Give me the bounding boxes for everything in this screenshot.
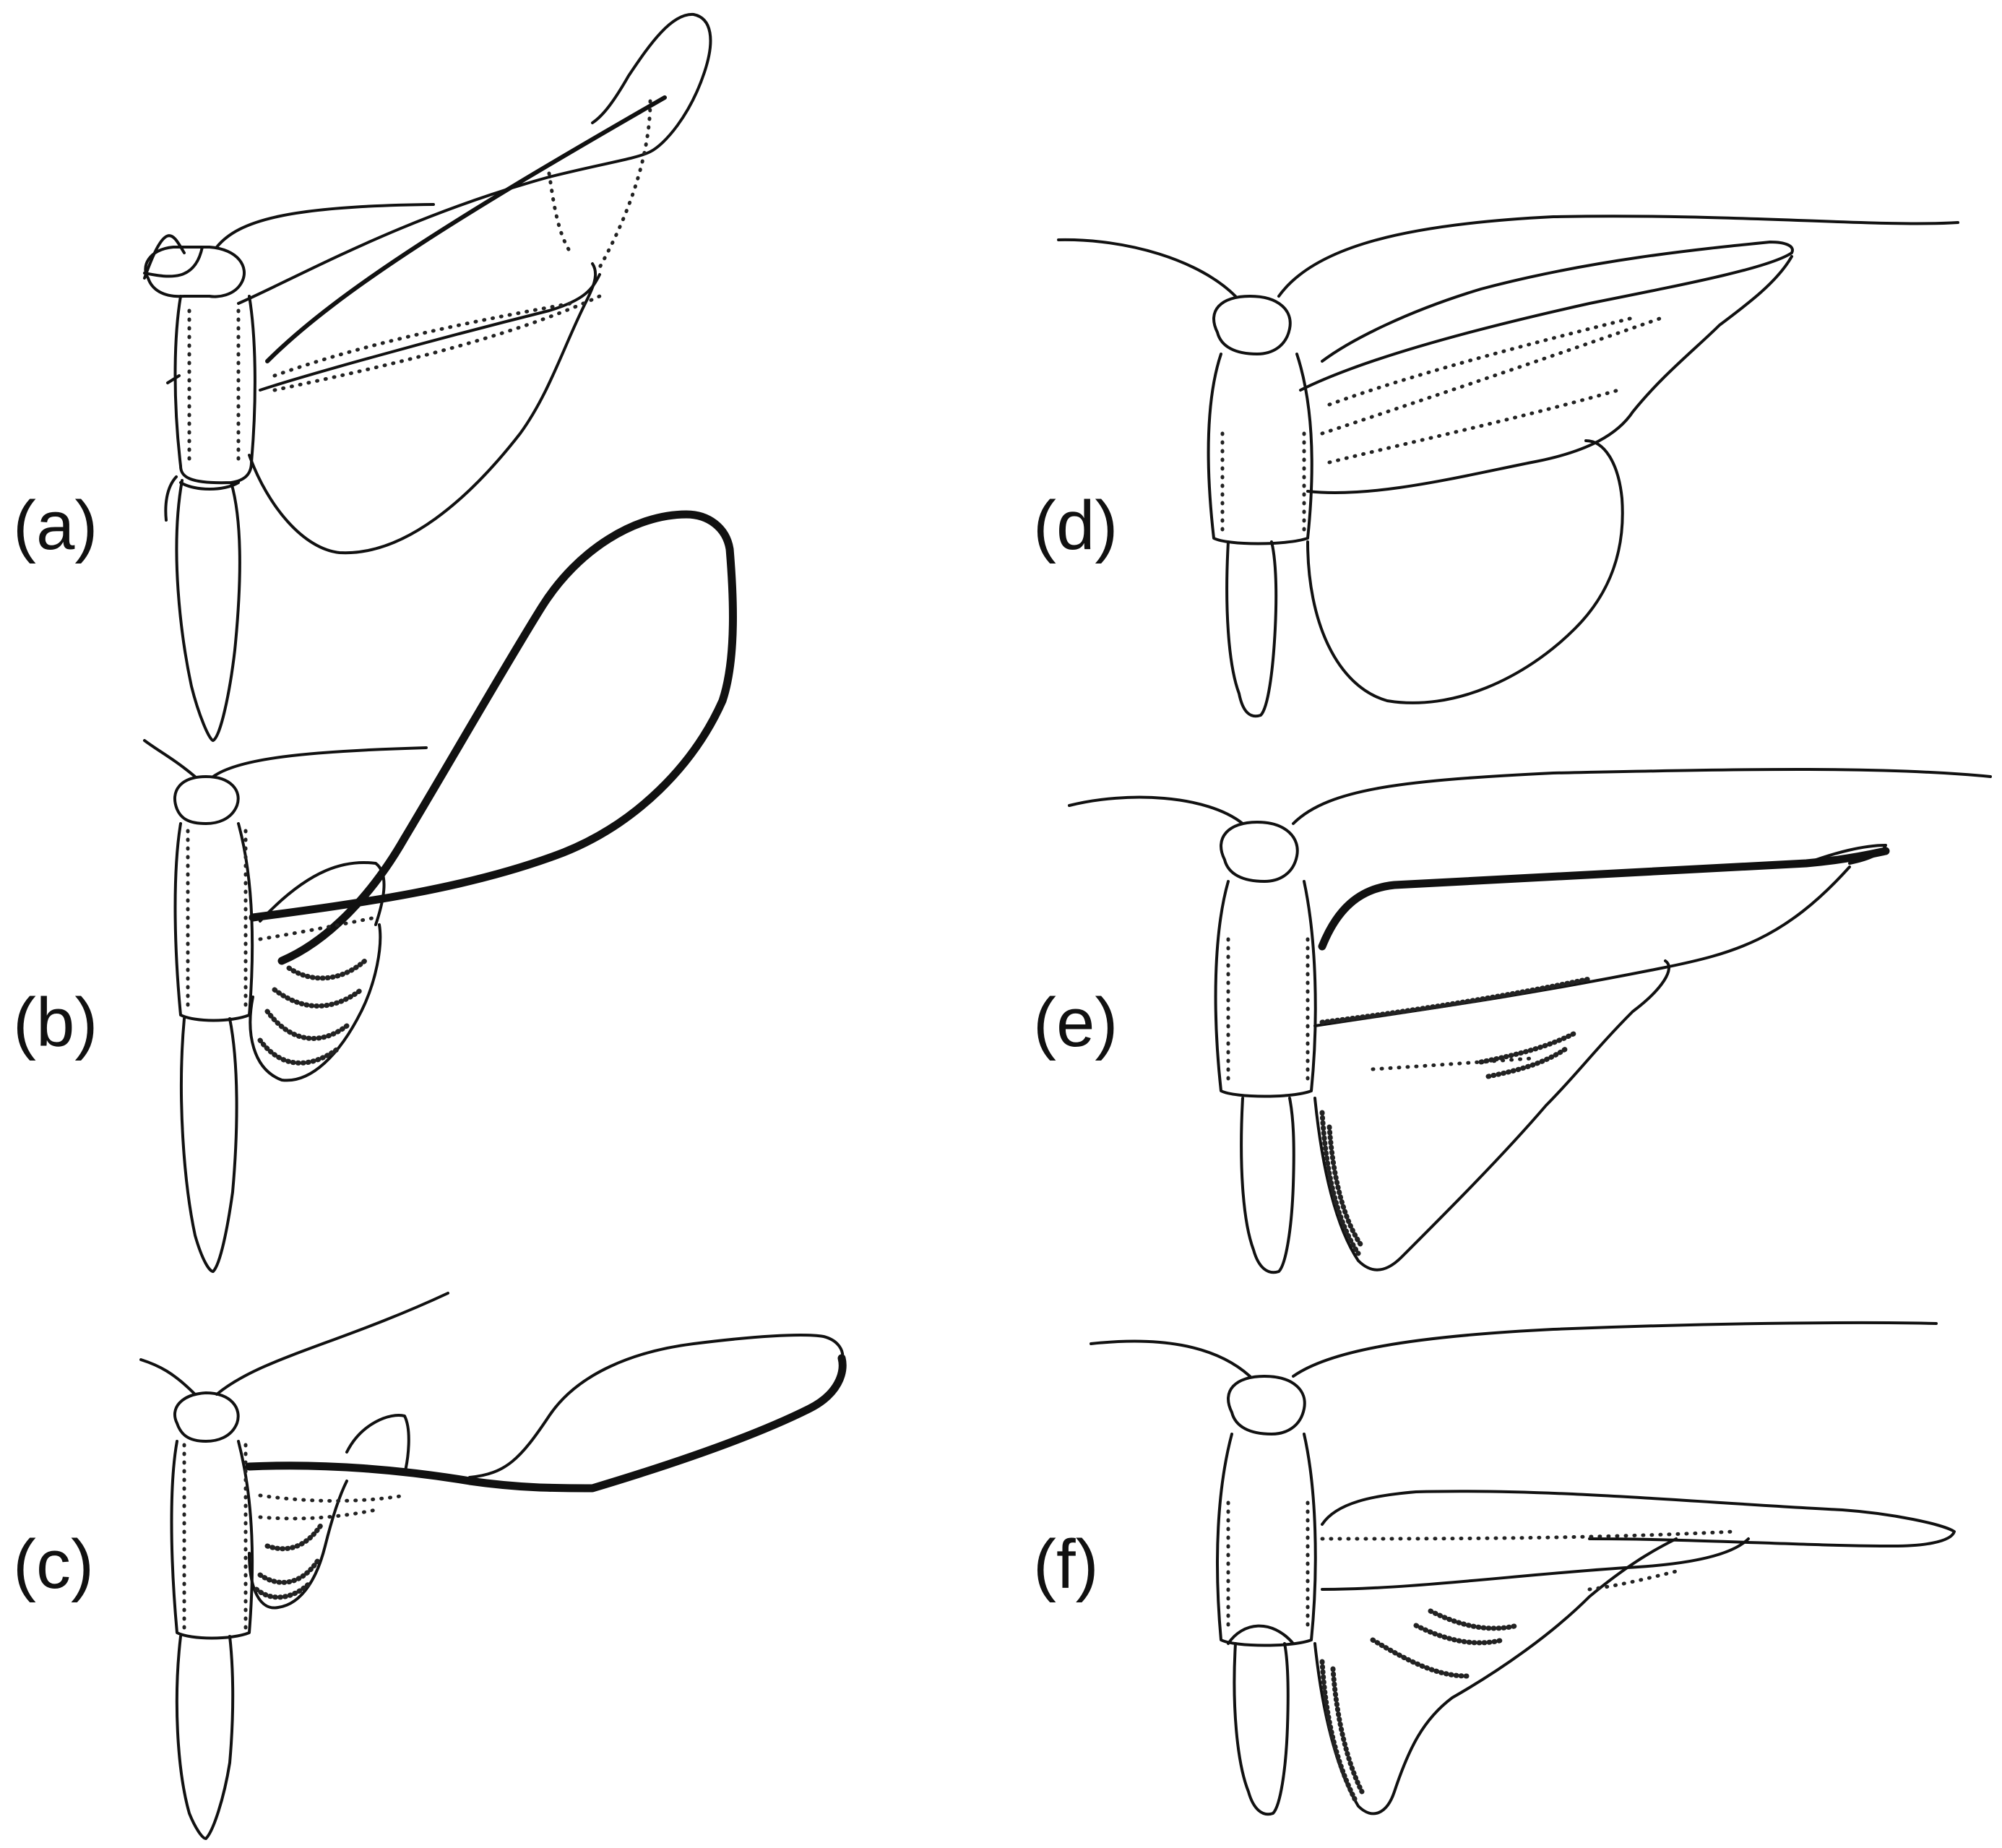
insect-e-wing-shading	[1319, 976, 1592, 1256]
insect-c-hindwing	[248, 1480, 348, 1610]
insect-f-wing-veins	[1320, 1529, 1736, 1592]
insect-d-wing-veins	[1320, 316, 1664, 465]
insect-d-antennae	[1057, 215, 1959, 298]
panel-label-e: (e)	[1033, 984, 1118, 1061]
insect-b-hindwing-shading	[257, 958, 368, 1066]
insect-a-forewing-lower	[259, 273, 601, 392]
insect-a-leg	[164, 374, 181, 522]
insect-f-forewing	[1321, 1490, 1956, 1547]
panel-label-f: (f)	[1033, 1526, 1099, 1603]
panel-label-d: (d)	[1033, 487, 1118, 564]
insect-d	[1057, 215, 1959, 718]
insect-f-forewing-lower	[1321, 1537, 1750, 1591]
insect-a-forewing-upper	[237, 12, 712, 305]
insect-b-hindwing	[249, 923, 382, 1082]
panel-label-c: (c)	[13, 1526, 94, 1603]
insect-a-wing-veins	[272, 99, 652, 392]
insect-c-hindwing-upper	[345, 1414, 410, 1475]
insect-e-antennae	[1068, 768, 1992, 825]
insect-d-body	[1207, 295, 1313, 718]
insect-c	[139, 1292, 847, 1840]
insect-b-antennae	[143, 739, 428, 778]
insect-f-wing-shading	[1319, 1608, 1520, 1802]
insect-d-forewing	[1299, 241, 1794, 392]
insect-f-hindwing	[1313, 1537, 1678, 1815]
insect-e-hindwing	[1313, 959, 1670, 1271]
insect-e	[1068, 768, 1992, 1274]
insect-f-body	[1216, 1375, 1317, 1816]
panel-label-b: (b)	[13, 984, 98, 1061]
insect-a-antenna-right	[215, 203, 435, 249]
insect-a-body	[143, 234, 256, 742]
insect-c-antennae	[139, 1292, 449, 1396]
insect-f-antennae	[1090, 1321, 1938, 1378]
insect-b-body	[173, 775, 254, 1273]
insect-c-forewing-leading-edge	[245, 1354, 847, 1493]
insect-e-body	[1214, 821, 1317, 1274]
insect-e-wing-veins	[1371, 1056, 1534, 1071]
insect-c-forewing	[468, 1334, 845, 1479]
insect-d-hindwing	[1306, 439, 1624, 704]
insect-a-forewing-leading-edge	[265, 95, 667, 363]
insect-d-forewing-lower	[1306, 255, 1793, 494]
insect-a	[143, 12, 712, 742]
insect-c-wing-veins	[258, 1493, 407, 1521]
insect-f	[1090, 1321, 1956, 1816]
insect-b	[143, 510, 737, 1273]
insect-c-body	[170, 1391, 254, 1840]
panel-label-a: (a)	[13, 487, 98, 564]
insect-e-forewing-lower	[1313, 865, 1851, 1027]
insect-a-antenna-left	[143, 246, 204, 278]
insect-c-hindwing-shading	[254, 1521, 324, 1600]
insect-b-forewing-raised	[249, 510, 737, 965]
insect-b-wing-veins	[258, 915, 378, 941]
insect-b-hindwing-upper	[259, 860, 386, 926]
insect-e-forewing-leading-edge	[1318, 847, 1890, 951]
insect-e-forewing-tip	[1805, 844, 1887, 865]
